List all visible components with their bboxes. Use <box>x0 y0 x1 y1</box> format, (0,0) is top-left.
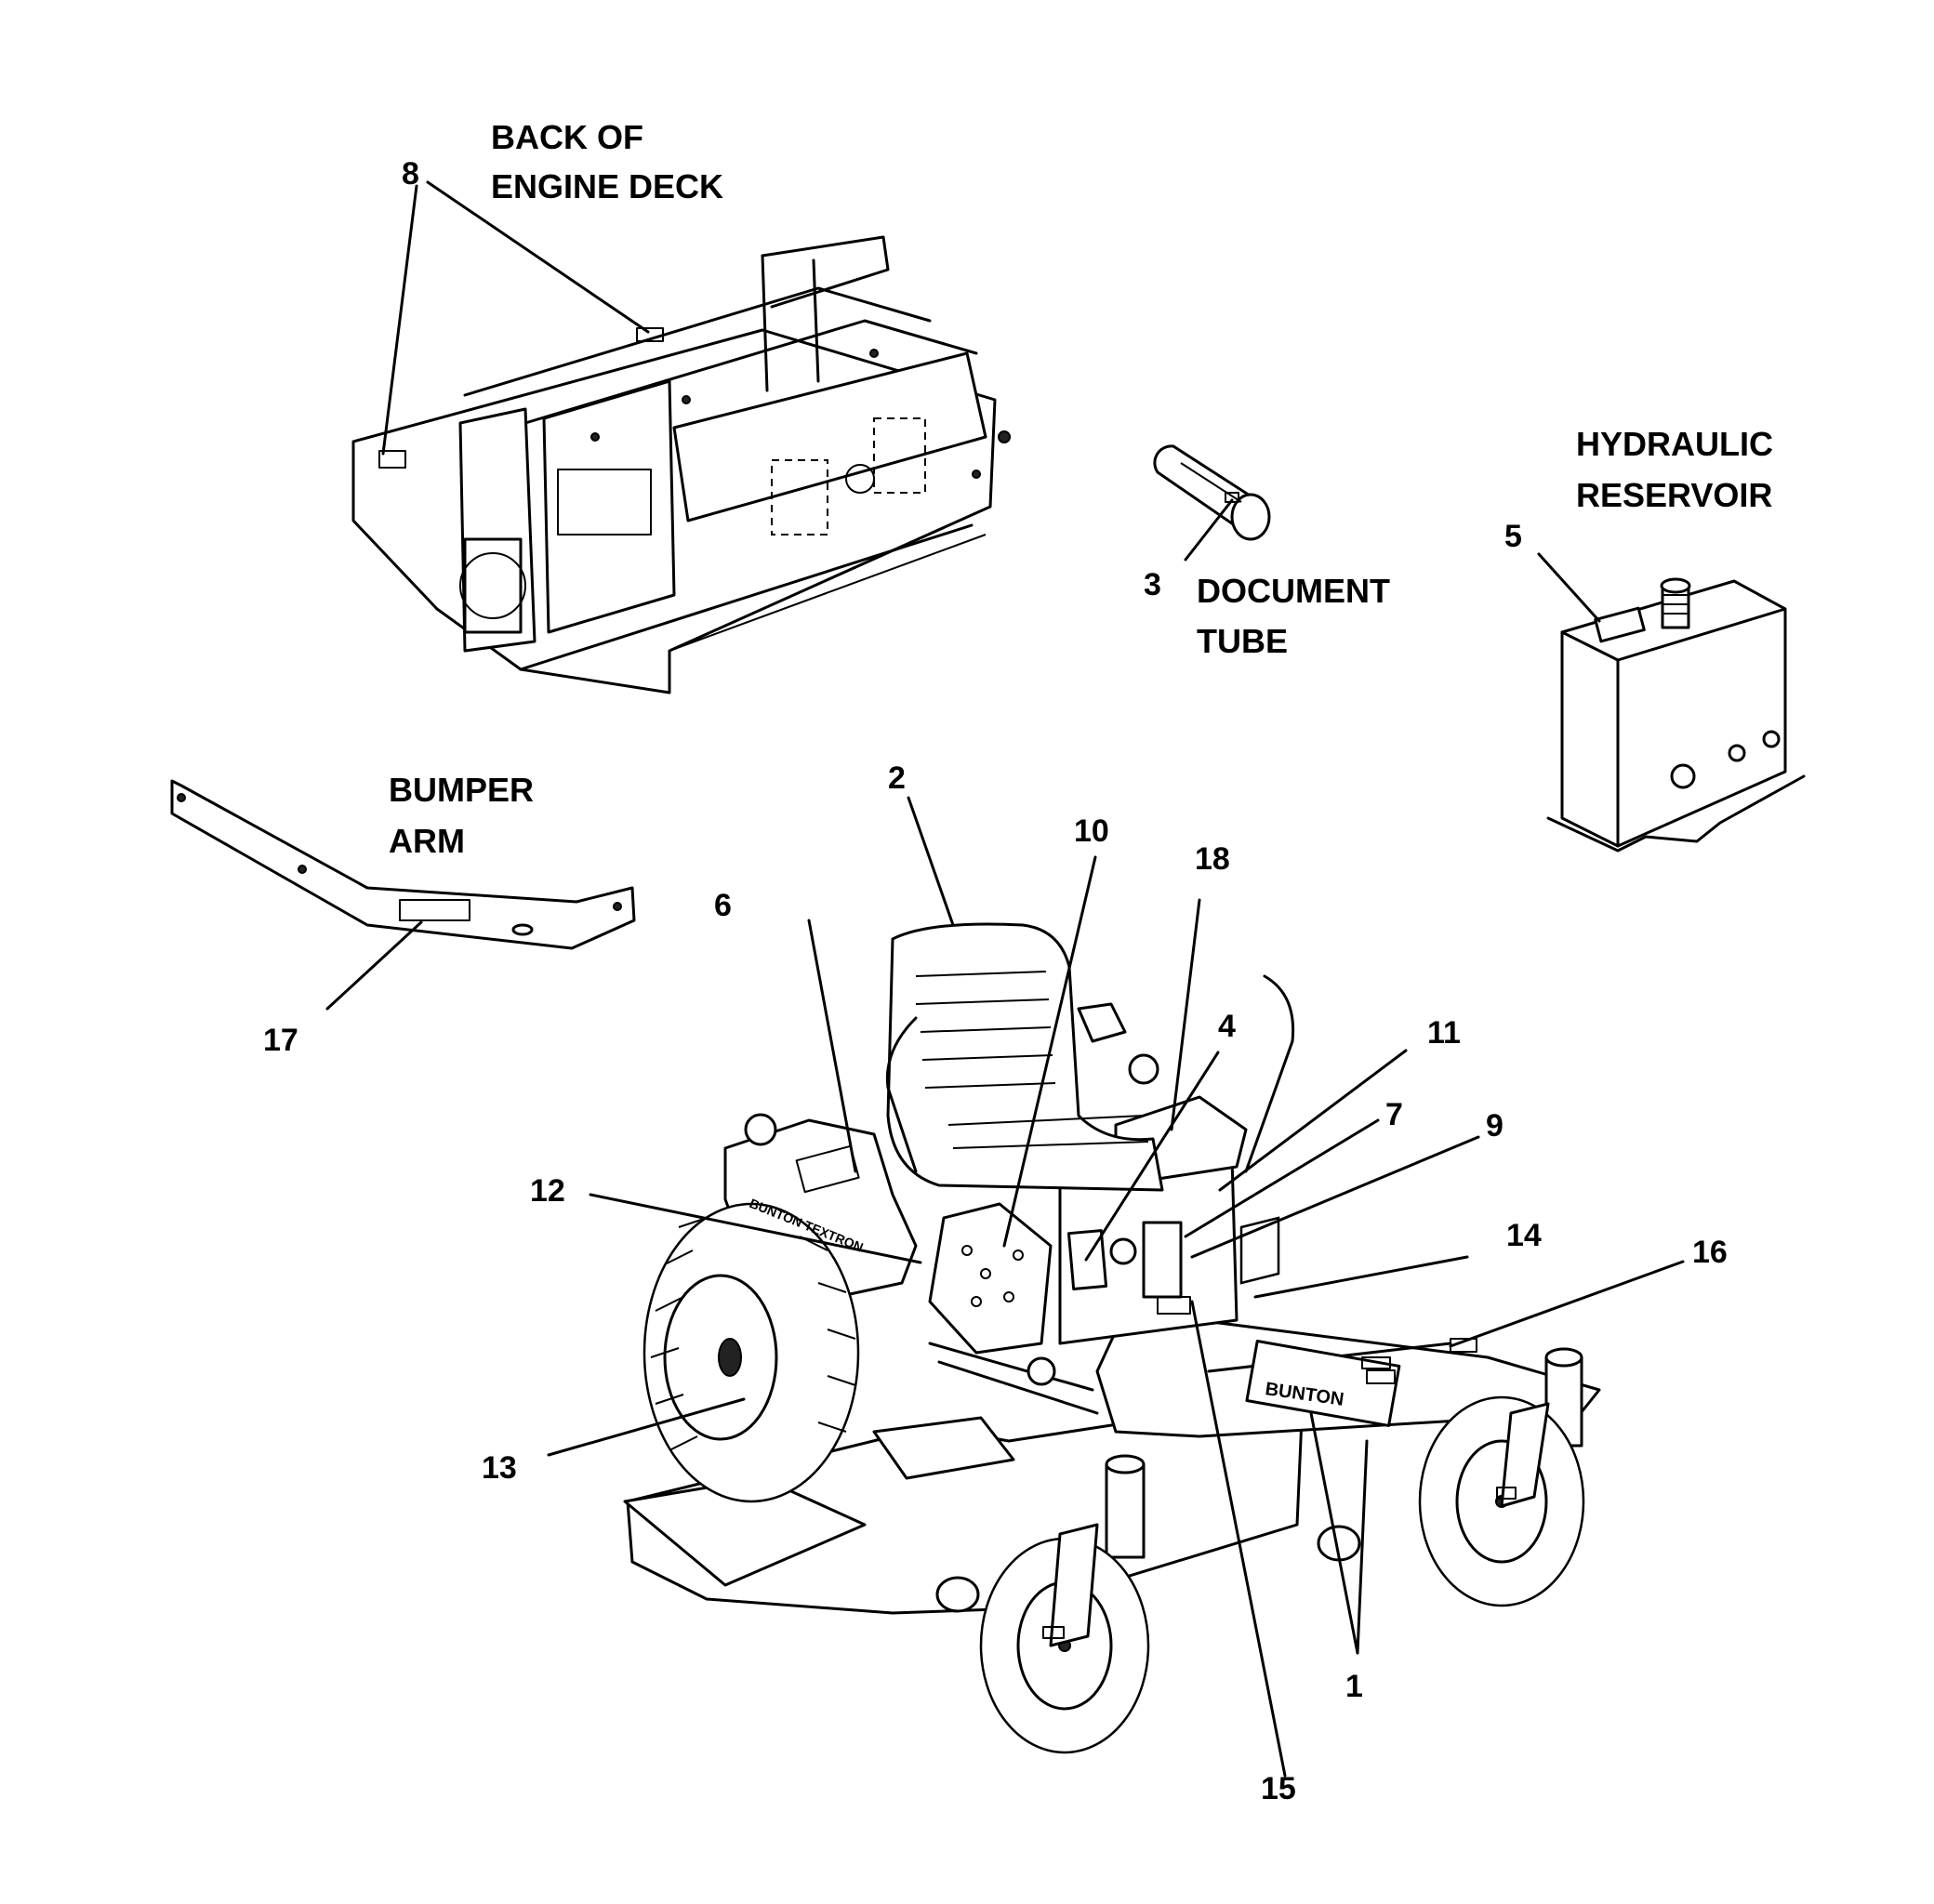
hydraulic-reservoir-caption-line2: RESERVOIR <box>1576 476 1772 514</box>
document-tube-caption-line1: DOCUMENT <box>1197 572 1390 610</box>
callout-4: 4 <box>1218 1009 1236 1044</box>
engine-deck-drawing <box>351 235 1011 694</box>
document-tube-caption-line2: TUBE <box>1197 622 1288 660</box>
mower-drawing <box>623 922 1601 1754</box>
engine-deck-caption-line2: ENGINE DECK <box>491 167 723 205</box>
callout-3: 3 <box>1144 567 1161 602</box>
hydraulic-reservoir-drawing <box>1546 577 1806 853</box>
callout-9: 9 <box>1486 1108 1503 1144</box>
callout-15: 15 <box>1261 1771 1296 1806</box>
document-tube-drawing <box>1153 444 1271 541</box>
callout-5: 5 <box>1504 519 1522 554</box>
callout-14: 14 <box>1506 1218 1542 1253</box>
hydraulic-reservoir-caption-line1: HYDRAULIC <box>1576 425 1773 463</box>
callout-10: 10 <box>1074 813 1109 849</box>
callout-13: 13 <box>482 1450 517 1486</box>
callout-18: 18 <box>1195 841 1230 877</box>
engine-deck-caption-line1: BACK OF <box>491 118 643 156</box>
callout-1: 1 <box>1345 1669 1363 1704</box>
callout-17: 17 <box>263 1023 298 1058</box>
leader-lines <box>325 180 1685 1778</box>
callout-16: 16 <box>1692 1235 1728 1270</box>
callout-11: 11 <box>1427 1015 1461 1051</box>
callout-2: 2 <box>888 760 906 796</box>
bumper-arm-drawing <box>170 779 636 950</box>
callout-8: 8 <box>402 156 419 192</box>
callout-6: 6 <box>714 888 732 923</box>
bumper-arm-caption-line1: BUMPER <box>389 771 534 809</box>
callout-7: 7 <box>1385 1097 1403 1132</box>
bumper-arm-caption-line2: ARM <box>389 822 465 860</box>
callout-12: 12 <box>530 1173 565 1209</box>
